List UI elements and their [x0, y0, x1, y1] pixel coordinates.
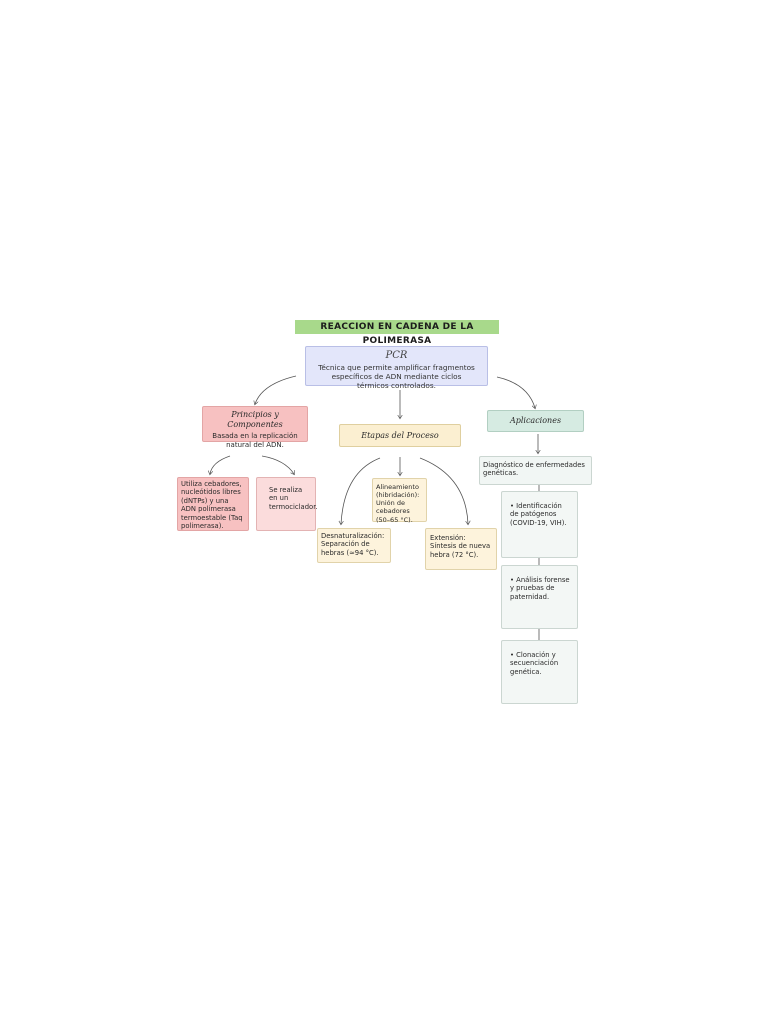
principios-node: Principios y Componentes Basada en la re…	[202, 406, 308, 449]
aplicaciones-heading: Aplicaciones	[509, 416, 562, 425]
principios-text: Basada en la replicación natural del ADN…	[212, 432, 298, 449]
link-principios-child2	[261, 455, 294, 474]
root-heading: PCR	[385, 350, 408, 361]
aplicacion-item-3: Clonación y secuenciación genética.	[501, 640, 578, 704]
principios-child-2: Se realiza en un termociclador.	[256, 477, 318, 531]
aplicacion-item-3-text: Clonación y secuenciación genética.	[510, 651, 558, 676]
diagram-title: REACCION EN CADENA DE LA POLIMERASA	[295, 320, 499, 346]
link-principios-child1	[210, 455, 231, 474]
etapa-extension: Extensión: Síntesis de nueva hebra (72 °…	[425, 528, 497, 570]
aplicacion-item-2: Análisis forense y pruebas de paternidad…	[501, 565, 578, 629]
link-etapas-child3	[419, 457, 468, 524]
aplicacion-item-2-text: Análisis forense y pruebas de paternidad…	[510, 576, 570, 601]
link-root-aplicaciones	[496, 376, 535, 408]
aplicaciones-node: Aplicaciones	[487, 410, 584, 432]
etapas-heading: Etapas del Proceso	[361, 431, 439, 440]
principios-child-1: Utiliza cebadores, nucleótidos libres (d…	[177, 477, 249, 531]
aplicacion-item-1: Identificación de patógenos (COVID-19, V…	[501, 491, 578, 558]
link-root-principios	[255, 375, 297, 404]
etapa-alineamiento: Alineamiento (hibridación): Unión de ceb…	[372, 478, 427, 524]
aplicacion-item-1-text: Identificación de patógenos (COVID-19, V…	[510, 502, 567, 527]
aplicaciones-intro: Diagnóstico de enfermedades genéticas.	[479, 456, 592, 485]
etapa-desnaturalizacion: Desnaturalización: Separación de hebras …	[317, 528, 391, 563]
etapas-node: Etapas del Proceso	[339, 424, 461, 447]
root-text: Técnica que permite amplificar fragmento…	[318, 362, 475, 390]
root-node: PCR Técnica que permite amplificar fragm…	[305, 346, 488, 390]
principios-heading: Principios y Componentes	[227, 410, 283, 429]
